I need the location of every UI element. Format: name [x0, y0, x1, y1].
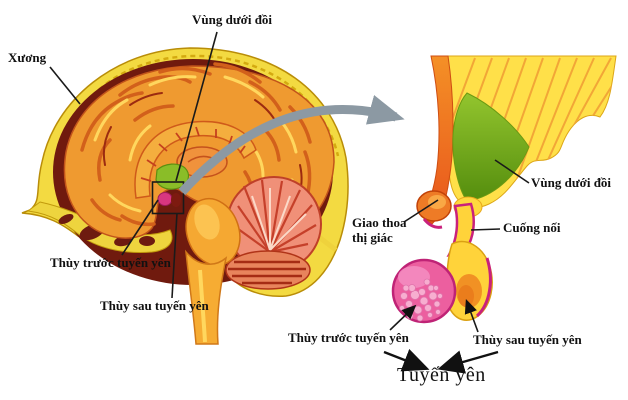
pituitary-small-shape [157, 192, 173, 206]
anterior-bottom-up-arrow [389, 304, 417, 331]
magnify-arrow [178, 95, 405, 196]
anterior-left-leader [121, 199, 159, 256]
pituitary-arrows [383, 348, 499, 374]
label-bone: Xương [8, 50, 47, 65]
label-posterior-lobe-left: Thùy sau tuyến yên [100, 298, 209, 313]
optic-chiasm-highlight [428, 195, 446, 209]
label-hypothalamus-top: Vùng dưới đồi [192, 12, 273, 27]
anterior-lobe-highlight [398, 266, 430, 288]
label-posterior-lobe-bottom: Thùy sau tuyến yên [473, 332, 582, 347]
bone-leader [49, 66, 81, 105]
stalk-leader [470, 228, 501, 231]
label-hypothalamus-right: Vùng dưới đồi [531, 175, 612, 190]
pons-highlight [194, 204, 220, 240]
leader-lines [49, 31, 530, 333]
hypothalamus-large-shape [452, 92, 530, 201]
label-pituitary: Tuyến yên [397, 364, 486, 386]
brainstem-highlight [198, 269, 207, 343]
brainstem-shape [185, 249, 228, 345]
hypothalamus-top-leader [175, 31, 218, 182]
label-anterior-lobe-left: Thùy trước tuyến yên [50, 255, 171, 270]
chiasm-magenta-edge [422, 218, 443, 229]
orange-band [420, 55, 454, 225]
cerebellum [225, 176, 322, 290]
pituitary-small-dark [171, 193, 181, 207]
posterior-lobe-core [458, 285, 474, 307]
label-anterior-lobe-bottom: Thùy trước tuyến yên [288, 330, 409, 345]
label-optic-chiasm: Giao thoa thị giác [352, 215, 407, 245]
zoom-box [151, 181, 185, 215]
posterior-to-pituitary-arrow [437, 350, 499, 374]
anterior-lobe-granules [399, 278, 443, 322]
brain-sagittal-illustration [21, 47, 349, 345]
label-stalk: Cuống nối [503, 220, 561, 235]
optic-chiasm-leader [403, 199, 439, 223]
posterior-bottom-up-arrow [464, 298, 479, 333]
posterior-left-leader [171, 212, 178, 299]
anterior-to-pituitary-arrow [383, 348, 430, 372]
hypothalamus-right-leader [494, 159, 530, 184]
posterior-lobe-rim [475, 257, 492, 318]
corpus-callosum [134, 120, 257, 199]
